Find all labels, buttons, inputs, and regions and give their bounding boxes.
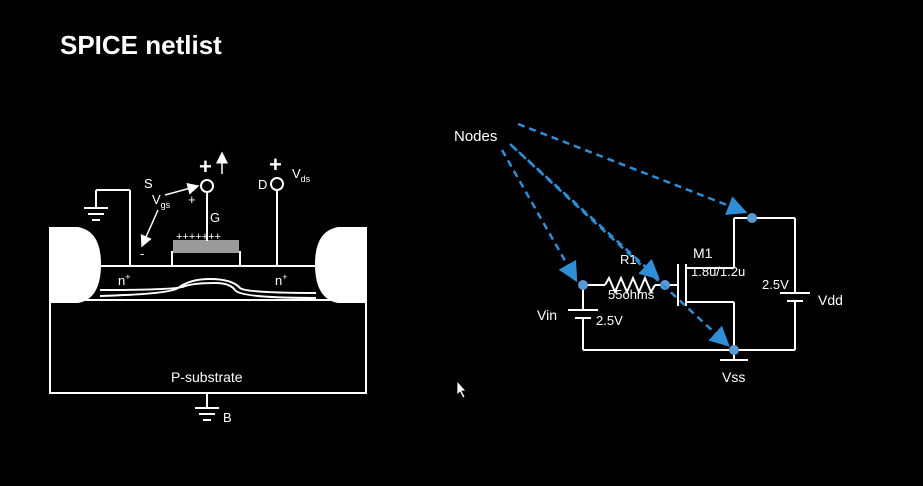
drain-terminal: [270, 177, 284, 191]
n-plus-source: n+: [118, 272, 131, 288]
vds-sub: ds: [301, 174, 311, 184]
n-plus-source-n: n: [118, 273, 125, 288]
node-markers: [578, 213, 757, 355]
slide-title: SPICE netlist: [60, 30, 222, 60]
arrow-cursor-icon: [456, 379, 467, 399]
drain-plus-sign: +: [269, 152, 282, 177]
r1-value: 55ohms: [608, 287, 655, 302]
mosfet-cross-section: [49, 151, 367, 421]
gate-oxide: [171, 251, 241, 267]
vgs-v: V: [152, 192, 161, 207]
gate-terminal: [200, 179, 214, 193]
vin-value: 2.5V: [596, 313, 623, 328]
r1-name: R1: [620, 252, 637, 267]
arrow-to-vin-node: [500, 149, 578, 283]
depletion-outer: [99, 281, 317, 299]
n-plus-drain: n+: [275, 272, 288, 288]
n-plus-source-sup: +: [125, 272, 130, 282]
substrate-label: P-substrate: [171, 369, 243, 385]
vgs-plus: +: [188, 192, 196, 207]
gate-plus-sign: +: [199, 154, 212, 179]
m1-name: M1: [693, 245, 713, 261]
vdd-name: Vdd: [818, 292, 843, 308]
vgs-arrow-up: [164, 182, 200, 196]
source-label: S: [144, 176, 153, 191]
vin-name: Vin: [537, 307, 557, 323]
vds-label: Vds: [292, 166, 311, 184]
body-label: B: [223, 410, 232, 425]
vgs-sub: gs: [161, 200, 171, 210]
r1-resistor: [604, 275, 656, 295]
depletion-inner: [99, 277, 317, 297]
vds-v: V: [292, 166, 301, 181]
field-oxide-right: [314, 227, 367, 303]
drain-label: D: [258, 177, 267, 192]
vdd-value: 2.5V: [762, 277, 789, 292]
gate-label: G: [210, 210, 220, 225]
field-oxide-left: [49, 227, 102, 303]
node-vdd: [747, 213, 757, 223]
gate-charges: +++++++: [176, 231, 221, 243]
vgs-minus: -: [140, 246, 144, 261]
circuit-schematic: [568, 217, 810, 361]
arrow-to-vss-node: [511, 145, 730, 347]
vss-name: Vss: [722, 369, 745, 385]
vgs-label: Vgs: [152, 192, 171, 210]
m1-size: 1.8u/1.2u: [691, 264, 745, 279]
n-plus-drain-n: n: [275, 273, 282, 288]
node-pointer-arrows: [500, 122, 748, 347]
node-vss: [729, 345, 739, 355]
nodes-label: Nodes: [454, 128, 497, 145]
node-vin: [578, 280, 588, 290]
vgs-arrow-down: [140, 209, 159, 248]
n-plus-drain-sup: +: [282, 272, 287, 282]
arrow-to-vdd-node: [517, 122, 748, 215]
node-gate: [660, 280, 670, 290]
